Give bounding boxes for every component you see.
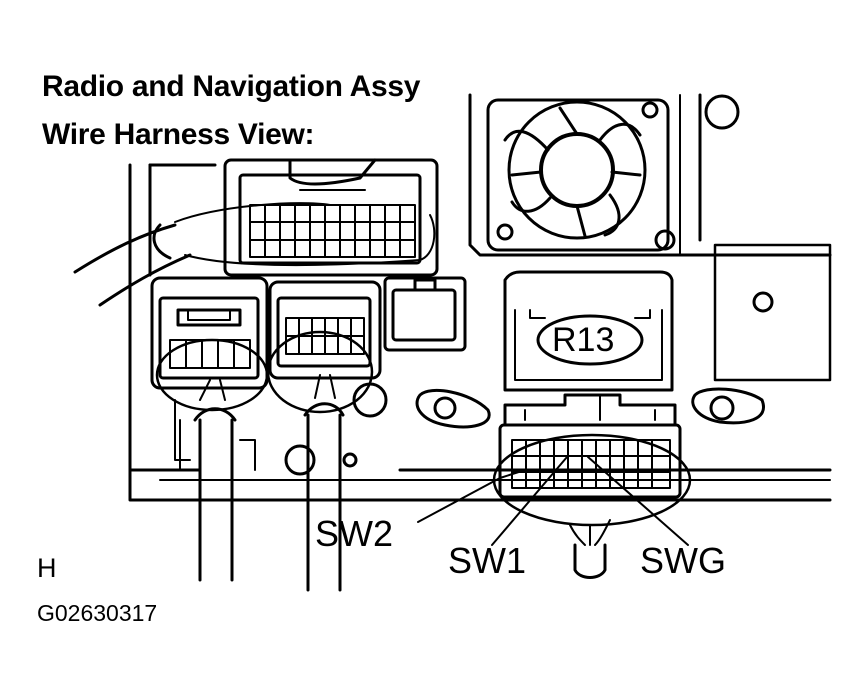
mounting-ear-left xyxy=(415,388,491,429)
jack-socket xyxy=(383,276,467,352)
diagram-title-line1: Radio and Navigation Assy xyxy=(42,70,421,103)
connector-r13-cover xyxy=(503,270,674,392)
callout-sw1: SW1 xyxy=(448,540,527,581)
callout-sw2: SW2 xyxy=(315,513,394,554)
wire-harness-left xyxy=(73,202,436,307)
wire-harness-lower xyxy=(174,374,388,592)
callout-leaders xyxy=(417,456,689,546)
connector-lower-middle xyxy=(266,280,382,414)
diagram-title-line2: Wire Harness View: xyxy=(42,118,315,151)
connector-lower-left xyxy=(150,276,269,412)
connector-r13 xyxy=(492,393,692,527)
connector-top xyxy=(223,158,439,277)
connector-label-r13: R13 xyxy=(552,321,615,359)
callout-swg: SWG xyxy=(640,540,726,581)
cooling-fan xyxy=(486,98,670,252)
wire-harness-r13 xyxy=(569,519,611,579)
view-letter: H xyxy=(37,553,57,583)
figure-code: G02630317 xyxy=(37,600,158,626)
mounting-ear-right xyxy=(691,387,765,425)
